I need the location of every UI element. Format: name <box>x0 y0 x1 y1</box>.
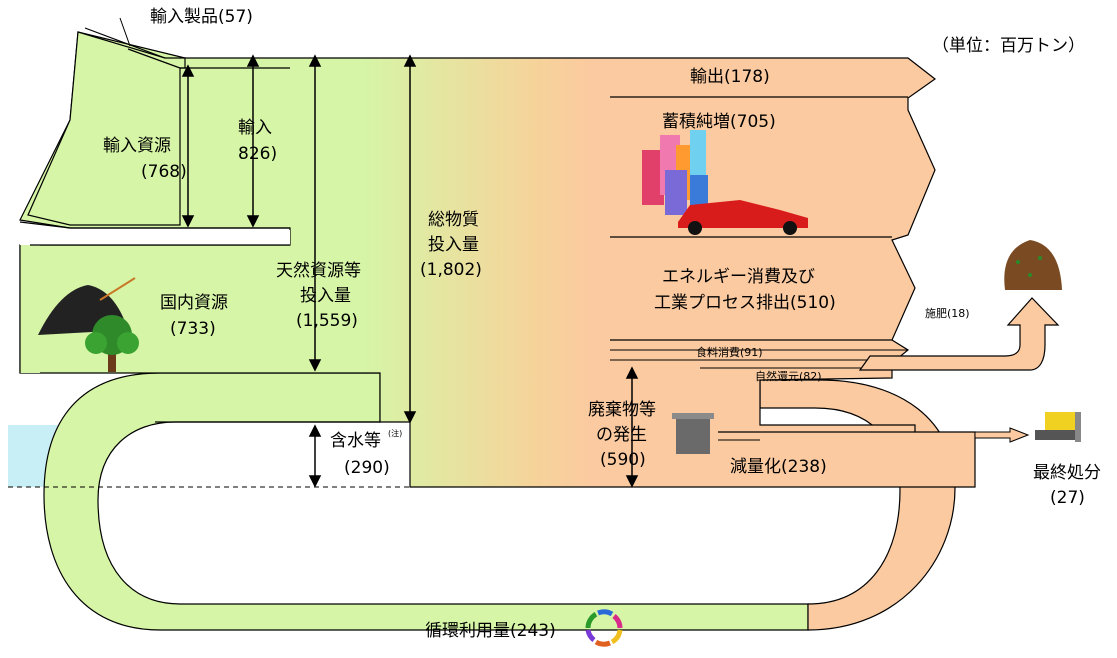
trash-can-icon <box>672 413 714 454</box>
final-disposal-value: (27) <box>1050 488 1085 508</box>
waste-label-1: 廃棄物等 <box>588 400 656 420</box>
natural-return-label: 自然還元(82) <box>755 369 822 383</box>
natural-resources-label-2: 投入量 <box>300 286 351 306</box>
separator-wedge <box>20 222 290 245</box>
domestic-resources-block <box>20 245 40 373</box>
soil-icon <box>1004 240 1062 290</box>
water-note: (注) <box>388 428 402 438</box>
unit-label: （単位：百万トン） <box>932 36 1085 56</box>
tree-icon <box>85 315 139 372</box>
measurement-arrows <box>181 54 639 488</box>
imports-value: 826) <box>238 144 277 164</box>
bulldozer-icon <box>1035 412 1081 442</box>
exports-label: 輸出(178) <box>690 67 770 87</box>
energy-label-2: 工業プロセス排出(510) <box>654 293 836 313</box>
total-input-value: (1,802) <box>420 260 482 280</box>
natural-resources-label-1: 天然資源等 <box>276 261 361 281</box>
fertilizer-label: 施肥(18) <box>925 307 970 320</box>
reduction-label: 減量化(238) <box>730 457 827 477</box>
total-input-label-2: 投入量 <box>428 235 479 255</box>
food-label: 食料消費(91) <box>696 345 763 359</box>
imported-products-label: 輸入製品(57) <box>150 7 253 27</box>
waste-value: (590) <box>600 450 646 470</box>
recycling-loop-outer <box>43 372 809 631</box>
water-value: (290) <box>344 458 390 478</box>
natural-resources-value: (1,559) <box>296 311 358 331</box>
imports-label: 輸入 <box>238 118 272 138</box>
final-disposal-arrow <box>974 427 1030 443</box>
fertilizer-arrow <box>858 297 1060 371</box>
water-label: 含水等 <box>330 431 381 451</box>
domestic-resources-value: (733) <box>170 319 216 339</box>
imported-resources-value: (768) <box>141 162 187 182</box>
recycle-icon <box>585 609 623 647</box>
car-icon <box>678 200 808 235</box>
waste-label-2: の発生 <box>596 425 647 445</box>
energy-label-1: エネルギー消費及び <box>662 267 815 287</box>
total-input-label-1: 総物質 <box>428 210 479 230</box>
recycling-label: 循環利用量(243) <box>425 621 556 641</box>
final-disposal-label: 最終処分 <box>1033 463 1101 483</box>
accumulation-label: 蓄積純増(705) <box>662 112 776 132</box>
return-loop-right <box>759 379 956 631</box>
imported-resources-label: 輸入資源 <box>103 136 171 156</box>
domestic-resources-label: 国内資源 <box>160 293 228 313</box>
imported-resources-block <box>27 31 186 226</box>
